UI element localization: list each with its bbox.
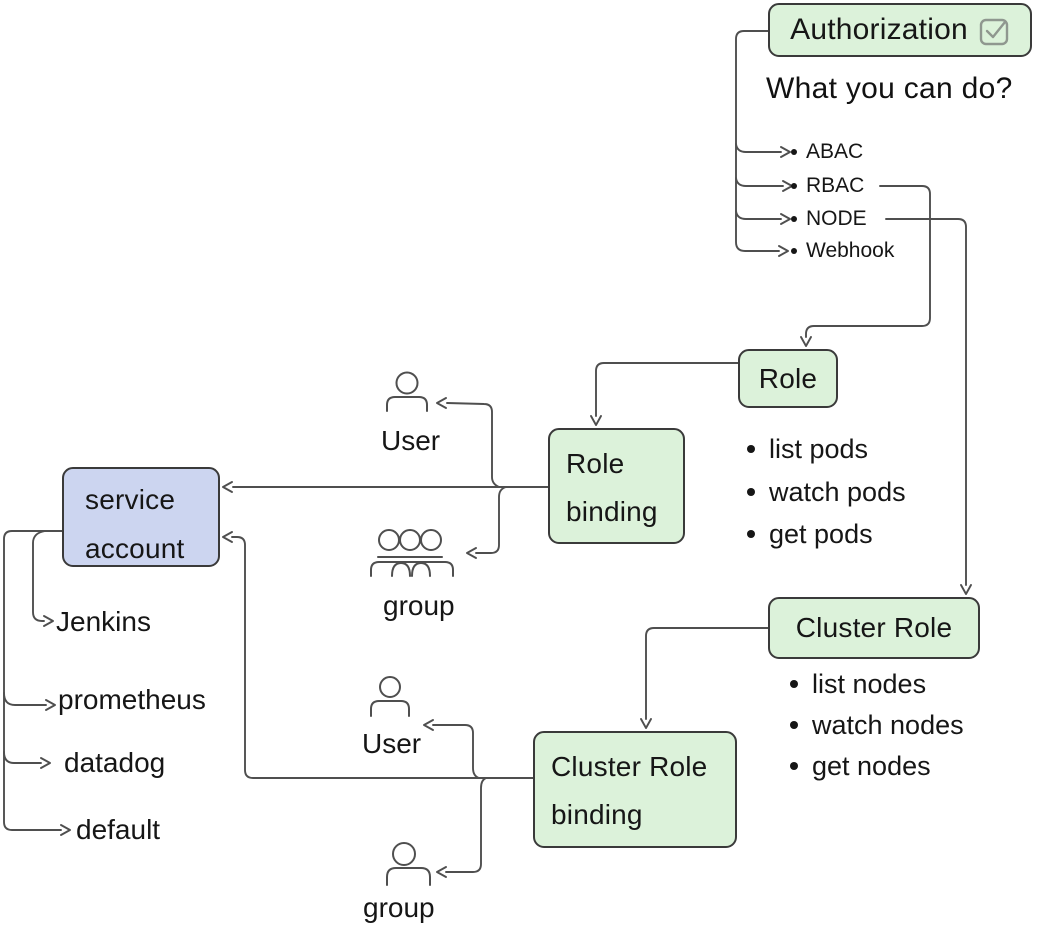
cluster-role-permission-item: watch nodes <box>790 708 964 742</box>
line-branch-abac <box>735 143 782 153</box>
checkbox-icon <box>979 18 1009 46</box>
line-service-account-spine <box>3 530 63 831</box>
cluster-role-binding-box: Cluster Role binding <box>533 731 737 848</box>
line-branch-prometheus <box>3 692 47 706</box>
cluster-role-permission-item: list nodes <box>790 667 926 701</box>
role-permission-item: get pods <box>747 517 873 551</box>
mode-item-abac: ABAC <box>791 139 863 165</box>
line-role-to-role-binding <box>595 362 741 417</box>
service-account-box: service account <box>62 467 220 567</box>
account-prometheus: prometheus <box>58 684 206 715</box>
role-binding-user-label: User <box>381 425 441 456</box>
line-node-to-cluster-role <box>885 218 967 586</box>
account-default: default <box>76 814 161 845</box>
account-jenkins: Jenkins <box>56 606 151 637</box>
mode-item-webhook: Webhook <box>791 238 894 264</box>
authorization-subtitle: What you can do? <box>766 72 1013 105</box>
line-branch-datadog <box>3 751 42 764</box>
account-datadog: datadog <box>64 747 166 778</box>
cluster-binding-group-label: group <box>363 892 435 923</box>
role-permission-item: watch pods <box>747 475 906 509</box>
mode-item-rbac: RBAC <box>791 173 864 199</box>
role-label: Role <box>758 362 818 394</box>
line-role-binding-to-group <box>475 486 507 554</box>
role-permission-item: list pods <box>747 432 868 466</box>
cluster-role-permission-item: get nodes <box>790 749 931 783</box>
authorization-box: Authorization <box>768 3 1032 57</box>
role-binding-group-label: group <box>383 590 455 621</box>
mode-item-node: NODE <box>791 206 867 232</box>
line-authorization-spine <box>735 30 780 252</box>
line-rbac-to-role <box>805 185 931 338</box>
group-icon <box>370 529 454 577</box>
role-binding-box: Role binding <box>548 428 685 544</box>
user-icon <box>370 676 410 717</box>
line-cluster-binding-to-service-account <box>231 536 534 779</box>
line-branch-rbac <box>735 177 784 187</box>
line-branch-node <box>735 210 782 220</box>
line-branch-jenkins <box>32 530 46 622</box>
line-role-binding-to-user <box>446 402 500 488</box>
role-box: Role <box>738 349 838 408</box>
arrowheads <box>40 146 972 878</box>
group-person-icon <box>386 842 431 886</box>
cluster-role-box: Cluster Role <box>768 597 980 659</box>
user-icon <box>386 371 428 412</box>
line-cluster-binding-to-group <box>445 777 487 873</box>
authorization-title: Authorization <box>790 13 968 46</box>
line-cluster-role-to-binding <box>645 627 769 720</box>
cluster-role-label: Cluster Role <box>795 612 953 643</box>
cluster-binding-user-label: User <box>362 728 422 759</box>
line-cluster-binding-to-user <box>432 724 480 779</box>
